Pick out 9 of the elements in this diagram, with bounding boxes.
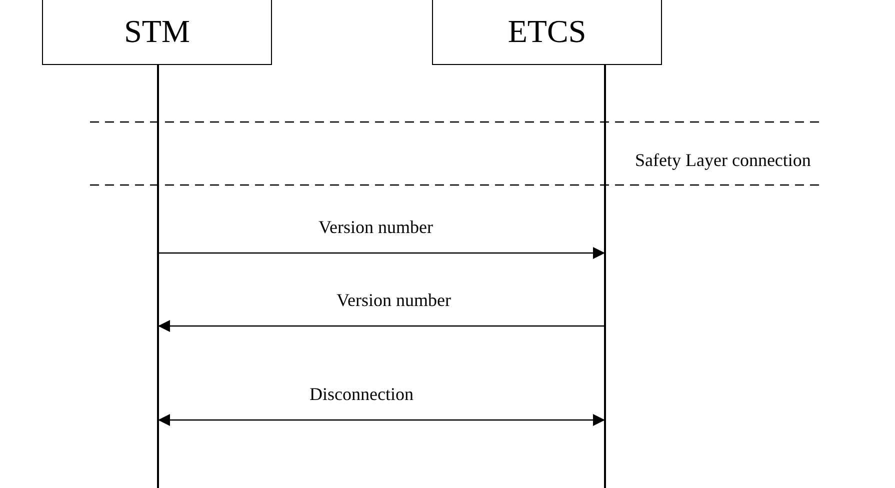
message-arrow — [158, 320, 605, 332]
message-arrow — [158, 414, 605, 426]
message-label: Version number — [336, 290, 451, 311]
message-label: Version number — [318, 217, 433, 238]
message-arrow — [158, 247, 605, 259]
connection-note: Safety Layer connection — [635, 150, 811, 171]
participant-name: STM — [124, 13, 190, 50]
participant-name: ETCS — [508, 13, 586, 50]
message-label: Disconnection — [310, 384, 414, 405]
